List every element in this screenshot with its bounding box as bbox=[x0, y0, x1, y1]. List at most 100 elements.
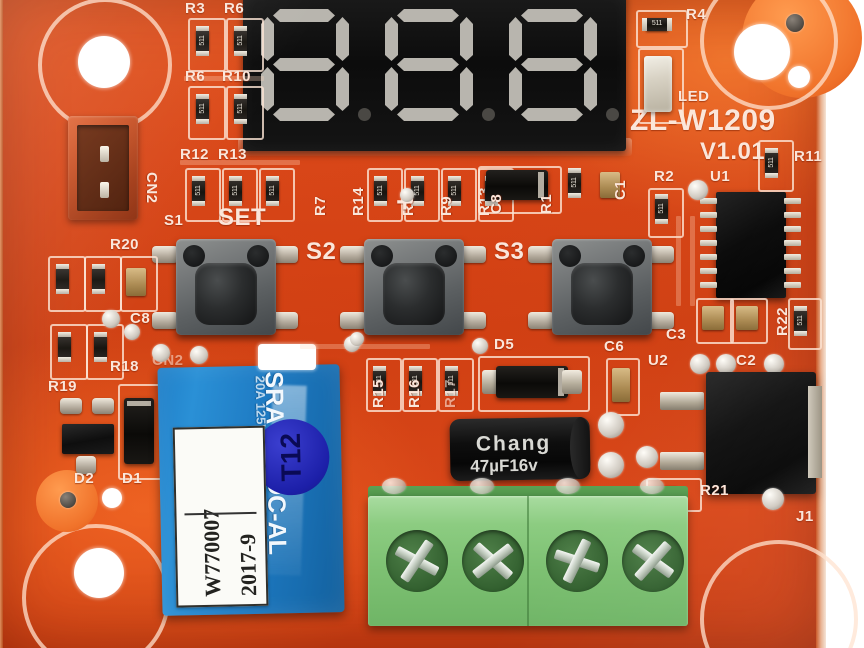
resistor-r17: 511 bbox=[445, 366, 458, 396]
resistor-r4-marking: 511 bbox=[651, 20, 663, 27]
resistor-r11-marking: 511 bbox=[768, 157, 775, 168]
via-left-1 bbox=[102, 310, 120, 328]
mounting-ring-top-right bbox=[700, 0, 838, 110]
button-s2-plus[interactable] bbox=[364, 239, 464, 335]
digit-1-segment-c bbox=[336, 67, 349, 111]
digit-1 bbox=[259, 9, 371, 121]
resistor-r2: 511 bbox=[655, 194, 668, 224]
digit-1-segment-b bbox=[336, 17, 349, 61]
button-s1-set[interactable] bbox=[176, 239, 276, 335]
s3-leg-left bbox=[528, 246, 554, 263]
digit-3-segment-e bbox=[509, 67, 522, 111]
resistor-r3: 511 bbox=[196, 26, 209, 56]
label-d2: D1 bbox=[122, 470, 143, 487]
label-r4: R4 bbox=[686, 6, 707, 23]
trace-mid-a bbox=[300, 344, 430, 349]
diode-d2-band bbox=[127, 401, 151, 406]
digit-3-segment-b bbox=[584, 17, 597, 61]
s1-plunger[interactable] bbox=[195, 263, 257, 325]
ecap-value: 47µF16v bbox=[470, 455, 538, 476]
u1-pin-r3 bbox=[784, 226, 801, 232]
label-c3: C3 bbox=[666, 326, 687, 343]
via-top-right bbox=[786, 14, 804, 32]
digit-2-segment-f bbox=[385, 17, 398, 61]
digit-1-decimal-point bbox=[358, 108, 371, 121]
s2-leg-right bbox=[460, 246, 486, 263]
s2-plunger[interactable] bbox=[383, 263, 445, 325]
label-s3: S3 bbox=[494, 238, 525, 265]
label-c2: C2 bbox=[736, 352, 757, 369]
label-led: LED bbox=[678, 88, 710, 105]
u1-pin-r6 bbox=[784, 268, 801, 274]
digit-3-segment-g bbox=[521, 58, 583, 71]
via-set-1 bbox=[350, 332, 364, 346]
ecap-end-cap bbox=[569, 416, 591, 480]
regulator-u2 bbox=[706, 372, 822, 494]
connector-cn2[interactable] bbox=[68, 116, 138, 220]
via-u1-marker bbox=[688, 180, 708, 200]
digit-1-segment-a bbox=[273, 9, 335, 22]
tb-solder-joint-1 bbox=[382, 478, 406, 494]
mounting-hole-top-left bbox=[78, 36, 130, 88]
ecap-lead-1 bbox=[598, 412, 624, 438]
trace-top-b bbox=[180, 160, 300, 165]
q1-pad-1 bbox=[60, 398, 82, 414]
relay-sticker-line1: W770007 bbox=[198, 508, 226, 598]
via-left-3 bbox=[152, 344, 170, 362]
resistor-r14-marking: 511 bbox=[377, 185, 384, 196]
trace-right-a bbox=[676, 216, 681, 306]
label-r14: R14 bbox=[350, 186, 367, 216]
terminal-block[interactable] bbox=[368, 496, 688, 626]
s1-leg-right bbox=[272, 246, 298, 263]
diode-d1 bbox=[486, 170, 548, 200]
terminal-screw-1[interactable] bbox=[386, 530, 448, 592]
silk-outline-r2 bbox=[648, 188, 684, 238]
silk-outline-r16 bbox=[402, 358, 438, 412]
s3-corner-2 bbox=[623, 245, 645, 267]
label-r18: R18 bbox=[110, 358, 140, 375]
resistor-r11: 511 bbox=[765, 148, 778, 178]
label-r19: R19 bbox=[48, 378, 78, 395]
silk-outline-d5 bbox=[478, 356, 590, 412]
terminal-screw-3[interactable] bbox=[546, 530, 608, 592]
s1-leg-right-b bbox=[272, 312, 298, 329]
label-r17: R17 bbox=[442, 378, 459, 408]
label-r21: R21 bbox=[700, 482, 730, 499]
d5-pad-right bbox=[562, 370, 582, 394]
resistor-r2-marking: 511 bbox=[658, 203, 665, 214]
digit-1-segment-e bbox=[261, 67, 274, 111]
resistor-r13a: 511 bbox=[229, 176, 242, 206]
ecap-brand: Chang bbox=[475, 431, 552, 456]
label-j1: J1 bbox=[796, 508, 814, 525]
label-r13: R13 bbox=[218, 146, 248, 163]
u2-lead-2 bbox=[660, 452, 704, 470]
capacitor-c2-smd bbox=[736, 306, 758, 330]
s3-leg-left-b bbox=[528, 312, 554, 329]
label-r6: R6 bbox=[185, 68, 206, 85]
label-set: SET bbox=[218, 204, 267, 231]
s3-plunger[interactable] bbox=[571, 263, 633, 325]
label-r11: R11 bbox=[794, 148, 823, 165]
silk-outline-c3 bbox=[696, 298, 734, 344]
button-s3[interactable] bbox=[552, 239, 652, 335]
resistor-r6b: 511 bbox=[234, 26, 247, 56]
relay-sticker: W770007 2017-9 bbox=[172, 425, 269, 608]
digit-3-segment-f bbox=[509, 17, 522, 61]
j1-via bbox=[762, 488, 784, 510]
s2-leg-left bbox=[340, 246, 366, 263]
silk-outline-r4 bbox=[636, 10, 688, 48]
terminal-screw-2[interactable] bbox=[462, 530, 524, 592]
u1-pin-l7 bbox=[700, 282, 717, 288]
via-bottom-left bbox=[60, 492, 76, 508]
tb-solder-joint-2 bbox=[470, 478, 494, 494]
tb-solder-joint-4 bbox=[640, 478, 664, 494]
digit-3-segment-c bbox=[584, 67, 597, 111]
silk-outline-r6 bbox=[188, 86, 226, 140]
resistor-r12-marking: 511 bbox=[195, 185, 202, 196]
capacitor-c6 bbox=[612, 368, 630, 402]
terminal-screw-4[interactable] bbox=[622, 530, 684, 592]
resistor-r13b-marking: 511 bbox=[269, 185, 276, 196]
label-r2: R2 bbox=[654, 168, 675, 185]
seven-segment-display bbox=[243, 0, 626, 151]
u1-pin-l2 bbox=[700, 212, 717, 218]
